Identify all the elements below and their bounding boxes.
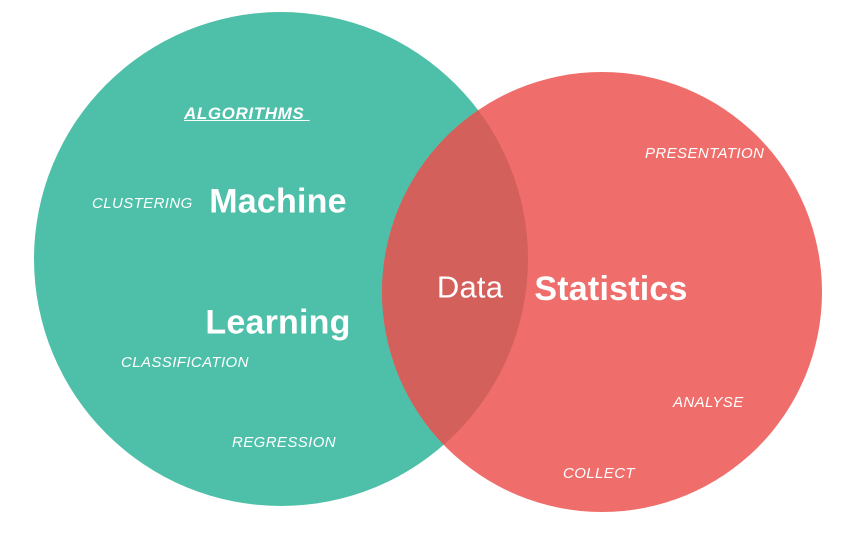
set-title-data: Data <box>436 269 504 305</box>
set-title-machine-learning: Machine Learning <box>205 102 350 423</box>
set-title-line-2: Learning <box>205 303 351 342</box>
set-title-line-1: Machine <box>209 182 347 221</box>
keyword-presentation: PRESENTATION <box>645 145 765 163</box>
keyword-regression: REGRESSION <box>232 434 337 452</box>
set-title-statistics: Statistics <box>534 269 688 308</box>
keyword-classification: CLASSIFICATION <box>121 354 249 372</box>
keyword-analyse: ANALYSE <box>673 394 744 412</box>
keyword-algorithms: ALGORITHMS <box>184 103 310 123</box>
keyword-collect: COLLECT <box>563 465 635 483</box>
keyword-clustering: CLUSTERING <box>92 195 193 213</box>
